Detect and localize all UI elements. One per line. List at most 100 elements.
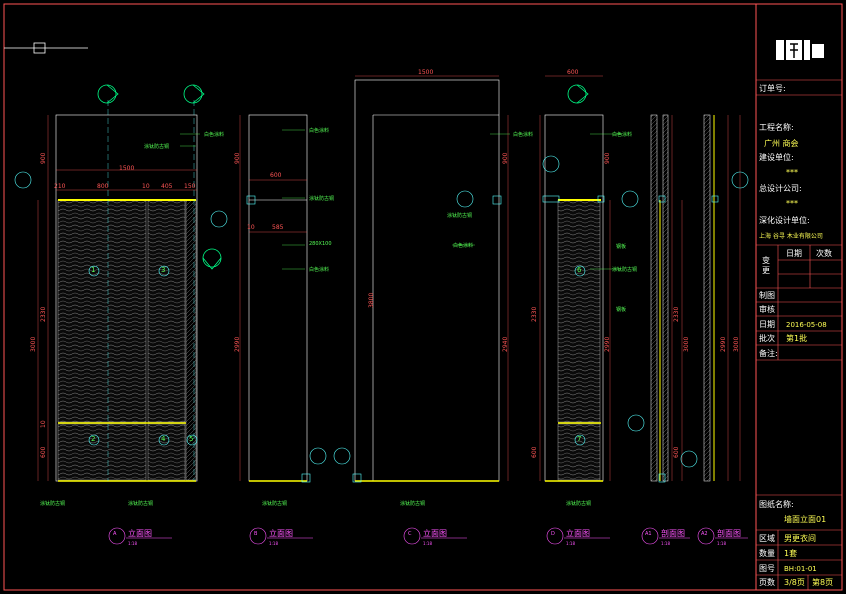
view-title: 剖面图 [717,529,741,538]
note-paint-c2: 白色涂料 [453,243,474,249]
view-scale: 1:18 [661,541,670,546]
view-marker: A [113,531,117,537]
note-paint-a: 白色涂料 [204,132,225,138]
contractor-label: 总设计公司: [759,184,802,193]
outer-frame [3,3,843,591]
note-veneer-b: 涂钛防古铜 [309,196,335,202]
date-col: 日期 [786,249,802,258]
note-veneer-d: 涂钛防古铜 [612,267,638,273]
view-a-elevation [37,100,198,482]
dim-a-top: 900 [40,152,47,164]
note-veneer-a-bot2: 涂钛防古铜 [128,501,154,507]
drawn-label: 制图 [759,291,775,300]
design-label: 深化设计单位: [759,216,810,225]
date-label: 日期 [759,320,775,329]
company-logo [774,38,826,62]
panel-number: 7 [577,435,582,443]
view-title: 立面图 [423,529,447,538]
view-marker: B [254,531,258,537]
qty-label: 数量 [759,549,775,558]
area-label: 区域 [759,534,775,543]
panel-number: 6 [577,266,582,274]
dim-d-width: 600 [567,69,579,76]
view-marker: A1 [645,531,652,537]
detail-bubble-icon [14,155,749,468]
dim-a-seg2: 800 [97,183,109,190]
view-scale: 1:18 [566,541,575,546]
note-veneer-b-bot: 涂钛防古铜 [262,501,288,507]
project-label: 工程名称: [759,123,794,132]
dim-s1-bottom: 600 [673,446,680,458]
dim-b-height: 2990 [234,336,241,352]
note-veneer-a-bot: 涂钛防古铜 [40,501,66,507]
client-value: *** [786,168,798,177]
date-value: 2016-05-08 [786,321,827,329]
dim-s2-panel: 2990 [720,336,727,352]
drawing-name-label: 图纸名称: [759,500,794,509]
dim-c-top: 900 [502,152,509,164]
dim-c-right: 2940 [502,336,509,352]
note-paint-c: 白色涂料 [513,132,534,138]
drawing-name-value: 墙面立面01 [784,515,827,524]
dim-a-total: 1500 [119,165,135,172]
section-a2 [703,114,741,482]
dim-b-top: 900 [234,152,241,164]
note-paint-b2: 白色涂料 [309,267,330,273]
note-tag-d2: 钢板 [616,307,627,313]
dim-b-seg1: 10 [247,224,255,231]
note-paint-b: 白色涂料 [309,128,330,134]
dim-d-height: 2990 [604,336,611,352]
dim-d-panel: 2330 [531,306,538,322]
panel-number: 1 [91,266,96,274]
view-marker-icon [108,527,748,545]
design-value: 上海 谷寻 木业有限公司 [759,233,823,240]
area-value: 男更衣间 [784,534,816,543]
view-title: 立面图 [566,529,590,538]
note-veneer-a: 涂钛防古铜 [144,144,170,150]
batch-value: 第1批 [786,334,808,343]
dim-s2-height: 3000 [733,336,740,352]
note-veneer-c: 涂钛防古铜 [447,213,473,219]
order-label: 订单号: [759,84,786,93]
section-a1 [650,114,683,483]
note-b-size: 280X100 [309,241,332,247]
dim-s1-panel: 2330 [673,306,680,322]
note-veneer-c-bot: 涂钛防古铜 [400,501,426,507]
view-title: 立面图 [128,529,152,538]
review-label: 审核 [759,305,775,314]
dim-a-seg5: 150 [184,183,196,190]
contractor-value: *** [786,199,798,208]
note-paint-d: 白色涂料 [612,132,633,138]
dim-a-seg1: 210 [54,183,66,190]
times-col: 次数 [816,249,832,258]
batch-label: 批次 [759,334,775,343]
ucs-cursor-icon [4,42,88,54]
dim-d-top: 900 [604,152,611,164]
view-c-elevation [352,75,509,483]
view-b-elevation [239,114,311,483]
client-label: 建设单位: [759,153,794,162]
dim-c-height: 3800 [368,292,375,308]
view-scale: 1:18 [269,541,278,546]
view-marker: C [408,531,412,537]
drawing-no-value: BH:01-01 [784,565,817,573]
dim-a-seg4: 405 [161,183,173,190]
dim-s1-height: 3000 [683,336,690,352]
view-scale: 1:18 [423,541,432,546]
view-title: 剖面图 [661,529,685,538]
dim-a-gap: 10 [40,420,47,428]
panel-number: 3 [161,266,166,274]
view-scale: 1:18 [717,541,726,546]
page-label: 页数 [759,578,775,587]
dim-d-bottom: 600 [531,446,538,458]
dim-a-panel: 2330 [40,306,47,322]
dim-a-height: 3000 [30,336,37,352]
project-value: 广州 商会 [764,139,799,148]
dim-a-bottom: 600 [40,446,47,458]
dim-a-seg3: 10 [142,183,150,190]
view-scale: 1:18 [128,541,137,546]
panel-number: 2 [91,435,96,443]
total-value: 第8页 [812,578,834,587]
view-marker: D [551,531,555,537]
